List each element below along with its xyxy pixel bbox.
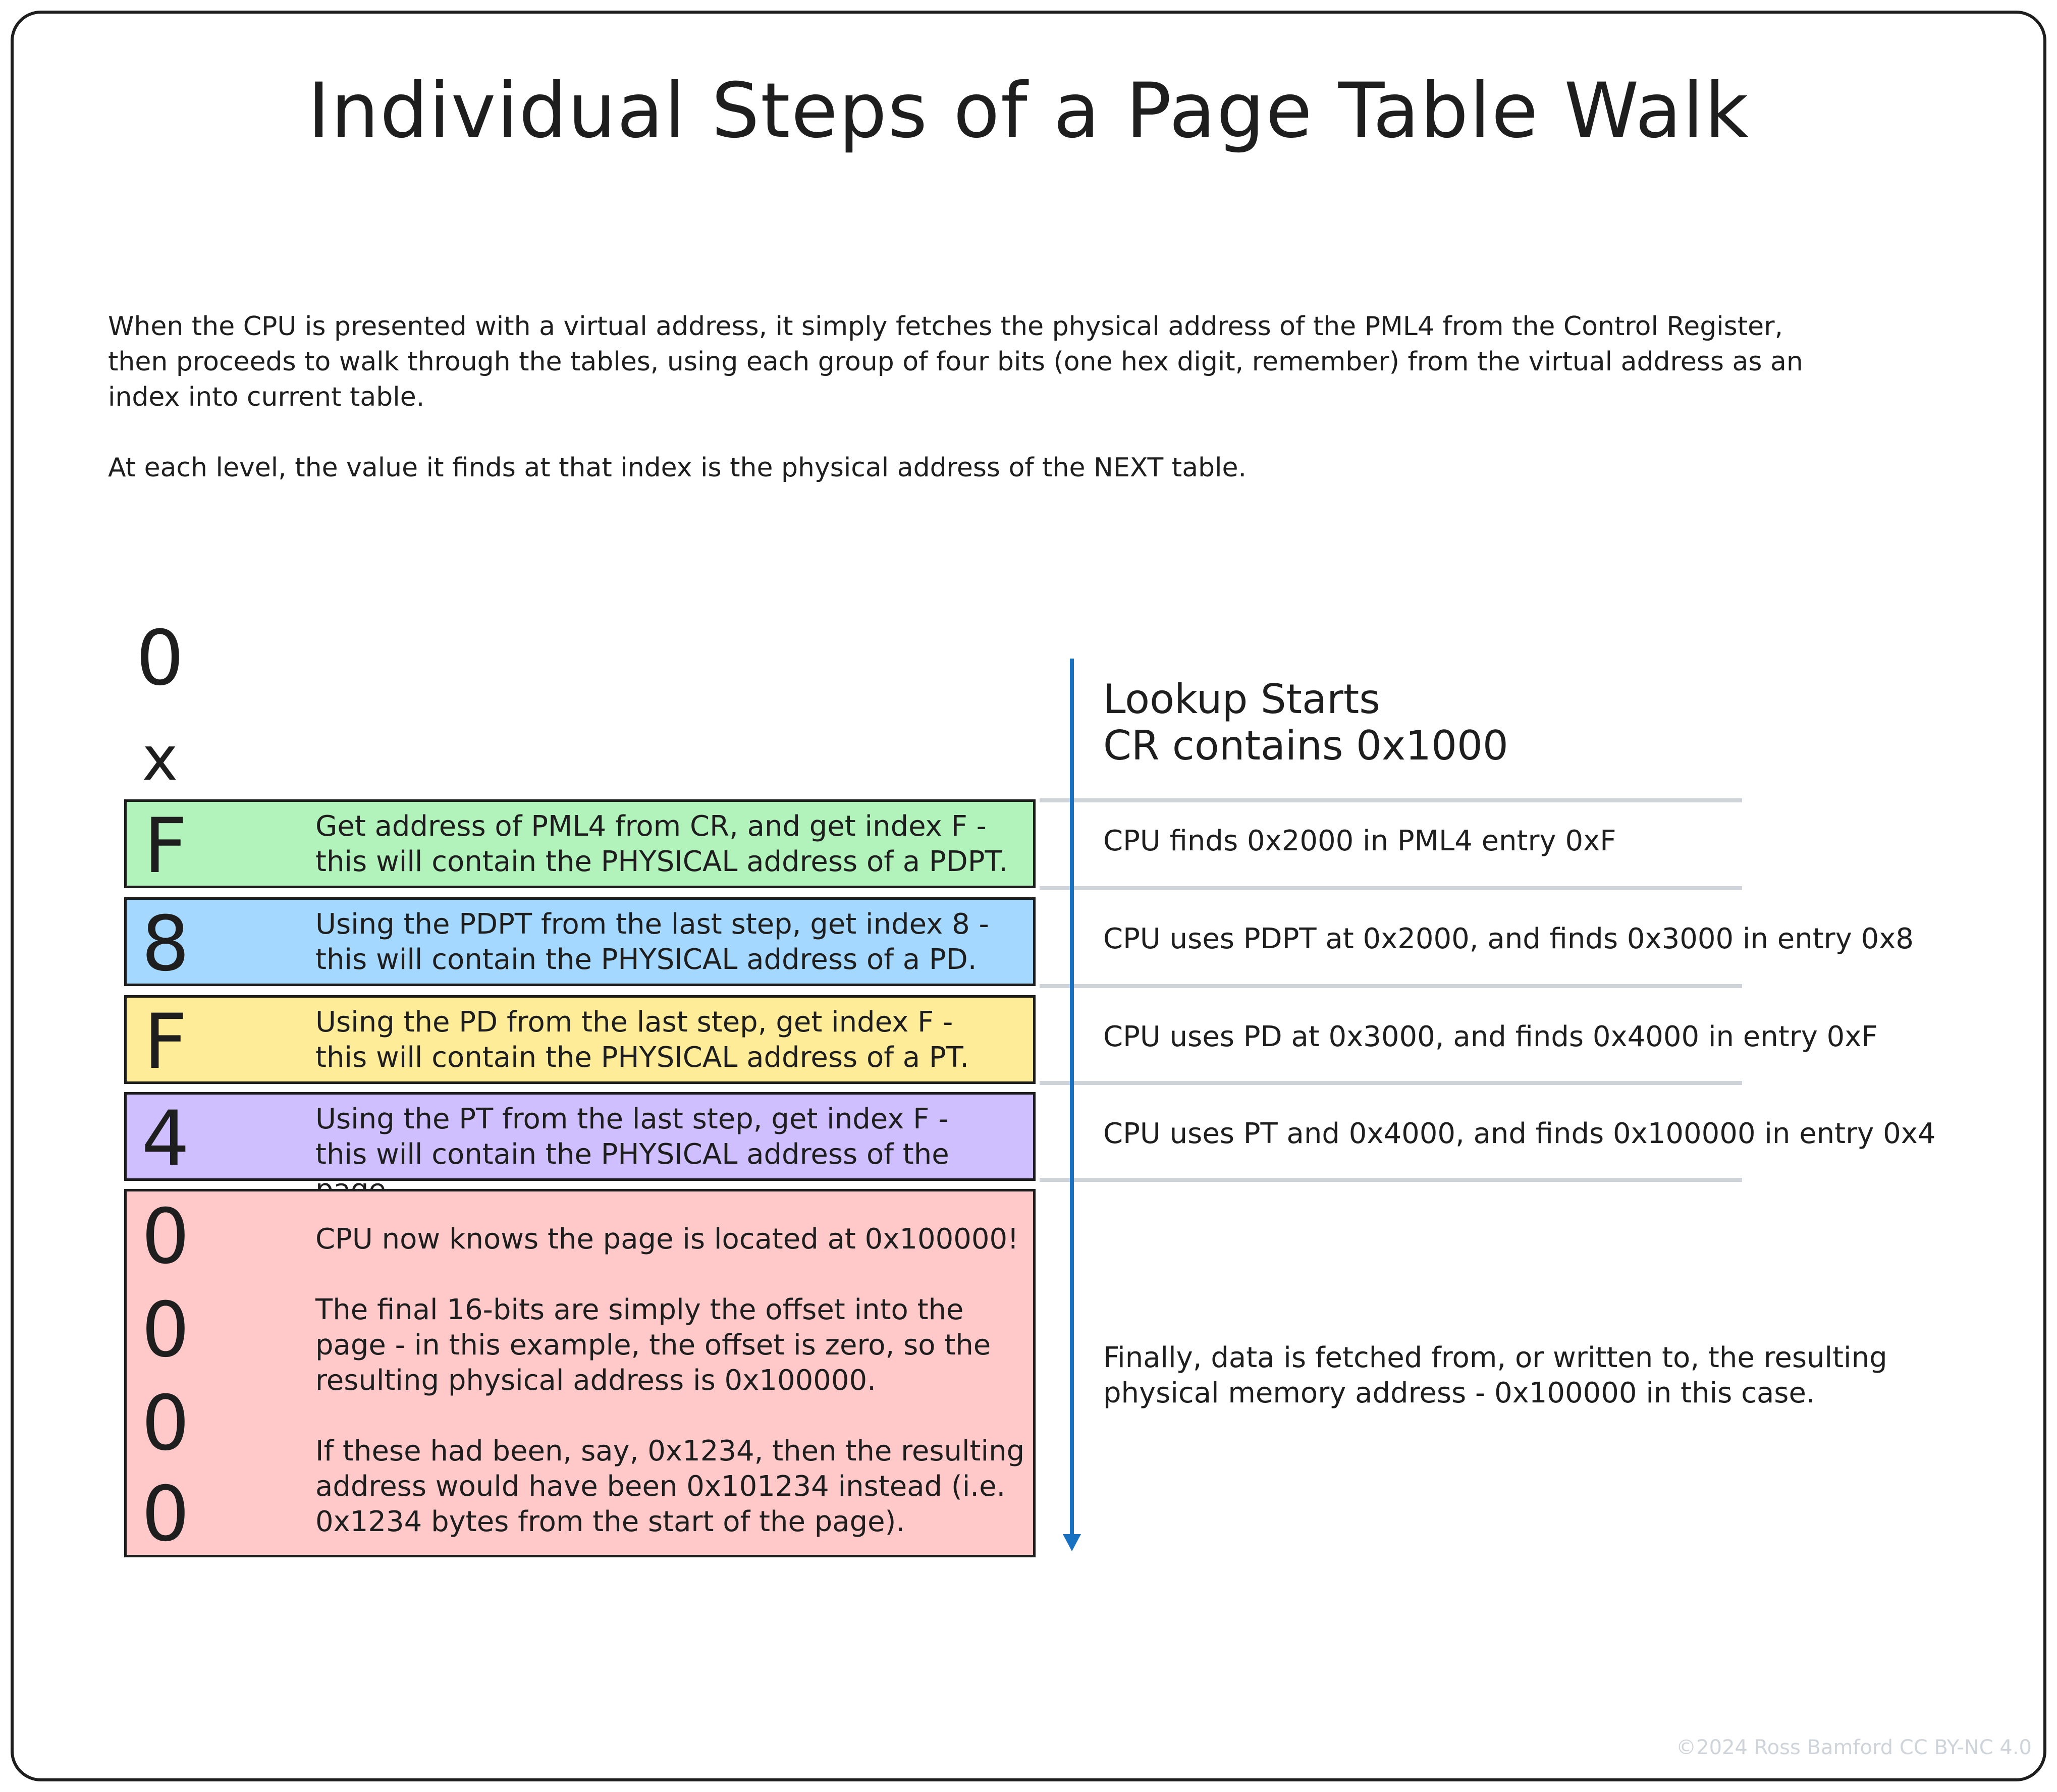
step-description: Using the PD from the last step, get ind… — [315, 1006, 969, 1074]
intro-paragraph-2: At each level, the value it finds at tha… — [108, 453, 1247, 483]
step-digit: F — [143, 802, 188, 890]
walk-arrow-head — [1063, 1534, 1081, 1551]
intro-paragraph-1: When the CPU is presented with a virtual… — [108, 311, 1803, 412]
cpu-note-final: Finally, data is fetched from, or writte… — [1103, 1341, 1887, 1409]
copyright-text: ©2024 Ross Bamford CC BY-NC 4.0 — [1676, 1736, 2032, 1759]
step-description: Using the PDPT from the last step, get i… — [315, 908, 989, 976]
separator-line — [1040, 1178, 1742, 1182]
diagram-frame — [11, 11, 2046, 1781]
step-row-pdpt: 8 Using the PDPT from the last step, get… — [124, 897, 1036, 986]
lookup-start-note: Lookup Starts CR contains 0x1000 — [1103, 676, 1508, 769]
offset-digit: 0 — [141, 1471, 190, 1558]
offset-digit: 0 — [141, 1193, 190, 1281]
step-row-pt: 4 Using the PT from the last step, get i… — [124, 1092, 1036, 1206]
separator-line — [1040, 886, 1742, 890]
offset-description: CPU now knows the page is located at 0x1… — [315, 1223, 1025, 1538]
offset-digit: 0 — [141, 1380, 190, 1468]
cpu-note-pd: CPU uses PD at 0x3000, and finds 0x4000 … — [1103, 1020, 1878, 1053]
separator-line — [1040, 984, 1742, 988]
step-digit: 8 — [141, 900, 190, 988]
cpu-note-pml4: CPU finds 0x2000 in PML4 entry 0xF — [1103, 825, 1616, 857]
step-digit: F — [143, 998, 188, 1086]
step-row-pml4: F Get address of PML4 from CR, and get i… — [124, 799, 1036, 888]
cpu-note-pdpt: CPU uses PDPT at 0x2000, and finds 0x300… — [1103, 922, 1914, 955]
separator-line — [1040, 798, 1742, 802]
walk-arrow-line — [1070, 659, 1074, 1539]
separator-line — [1040, 1081, 1742, 1085]
diagram-title: Individual Steps of a Page Table Walk — [307, 67, 1750, 155]
cpu-note-pt: CPU uses PT and 0x4000, and finds 0x1000… — [1103, 1117, 1936, 1150]
step-description: Get address of PML4 from CR, and get ind… — [315, 810, 1008, 878]
step-description: Using the PT from the last step, get ind… — [315, 1103, 949, 1206]
step-digit: 4 — [141, 1095, 190, 1183]
hex-prefix-zero: 0 — [136, 615, 184, 702]
hex-prefix-x: x — [142, 724, 178, 794]
intro-text: When the CPU is presented with a virtual… — [108, 309, 1945, 485]
step-row-pd: F Using the PD from the last step, get i… — [124, 995, 1036, 1084]
offset-digit: 0 — [141, 1286, 190, 1374]
offset-box: 0 0 0 0 CPU now knows the page is locate… — [124, 1189, 1036, 1557]
